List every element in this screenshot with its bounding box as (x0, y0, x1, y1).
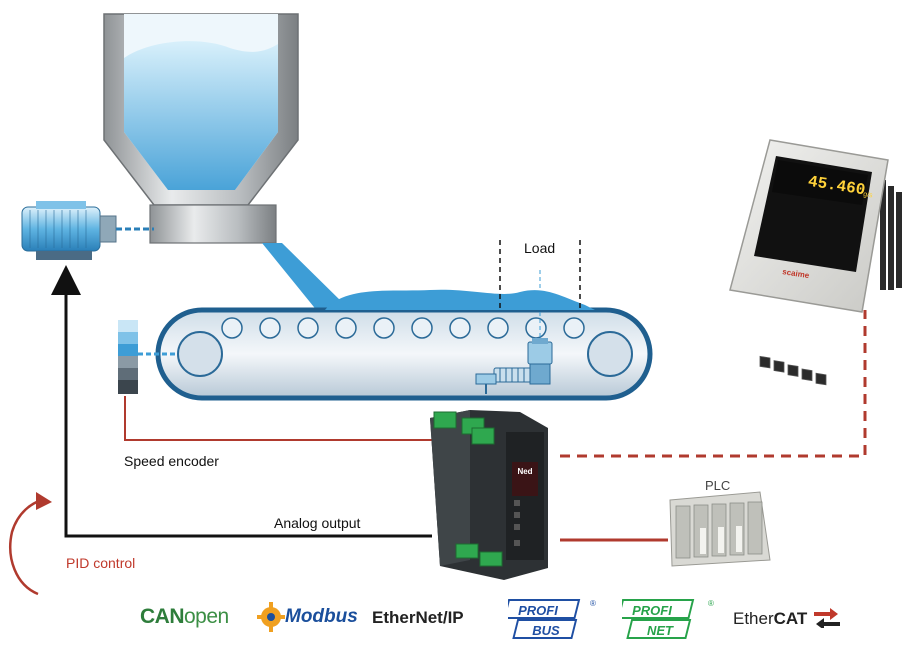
hmi-panel: 45.460 g/s scaime (729, 139, 902, 386)
profibus-logo: PROFI BUS ® (508, 599, 596, 639)
speed-encoder-label: Speed encoder (124, 453, 219, 469)
profinet-text-bottom: NET (647, 623, 674, 638)
encoder-signal-line (124, 396, 432, 441)
pid-control-label: PID control (66, 555, 136, 571)
profinet-text-top: PROFI (632, 603, 672, 618)
load-cell (475, 338, 553, 394)
plc-label: PLC (705, 478, 731, 493)
speed-encoder (118, 320, 175, 394)
profibus-text-top: PROFI (518, 603, 558, 618)
load-zone-markers (499, 240, 581, 308)
canopen-logo-can: CAN (140, 605, 185, 628)
modbus-logo: Modbus (285, 606, 358, 627)
ethercat-arrows-icon (814, 608, 840, 628)
svg-text:®: ® (708, 599, 714, 608)
panel-unit: g/s (863, 191, 874, 199)
pid-arrow-head (36, 492, 52, 510)
canopen-logo-open: open (184, 605, 229, 628)
ethercat-logo-ether: Ether (733, 609, 774, 628)
modbus-gear-icon (257, 602, 285, 632)
load-label: Load (524, 240, 556, 256)
analog-output-line (51, 265, 432, 538)
canopen-logo: CANopen (140, 605, 229, 629)
conveyor-belt (155, 307, 653, 401)
profinet-logo: PROFI NET ® (622, 599, 714, 639)
ethercat-logo-cat: CAT (773, 609, 808, 628)
panel-brand-logo: scaime (782, 267, 811, 280)
ethernet-ip-logo: EtherNet/IP (372, 608, 464, 627)
motor (21, 201, 154, 260)
device-brand-label: Ned (517, 467, 532, 476)
material-on-belt (325, 289, 595, 310)
profibus-text-bottom: BUS (532, 623, 560, 638)
analog-output-label: Analog output (274, 515, 361, 531)
plc-unit (669, 491, 771, 567)
weighing-controller: Ned (430, 410, 548, 580)
ethercat-logo: EtherCAT (733, 609, 807, 629)
material-chute-flow (262, 243, 345, 312)
hopper (103, 13, 299, 244)
pid-loop-arrow (9, 498, 43, 596)
svg-text:®: ® (590, 599, 596, 608)
